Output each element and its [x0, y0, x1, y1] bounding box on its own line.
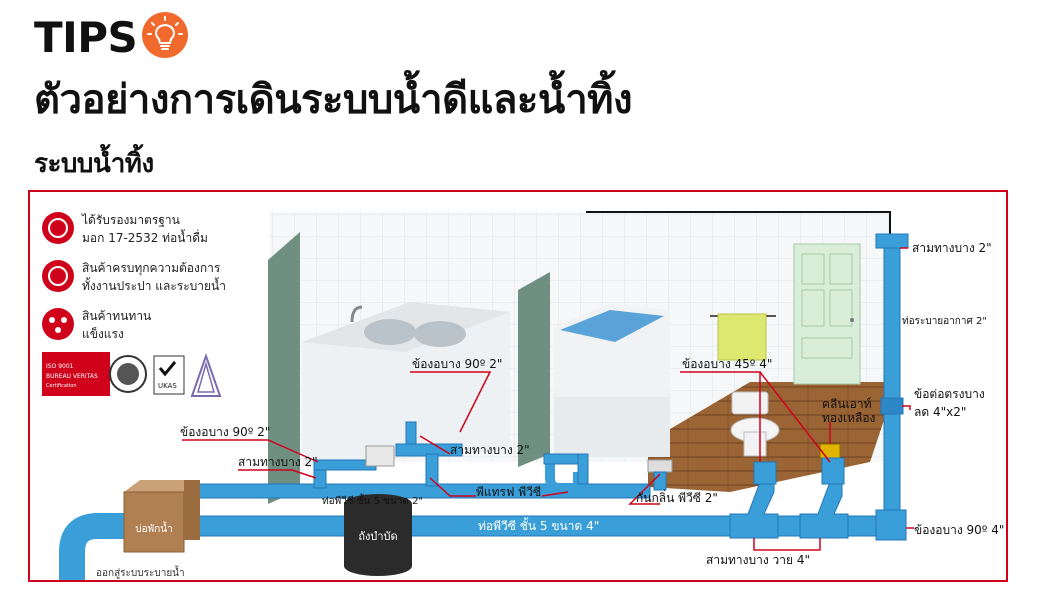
callout-cleanout-2: ทองเหลือง — [822, 411, 875, 425]
lightbulb-icon — [142, 12, 188, 58]
feature-1-line1: ได้รับรองมาตรฐาน — [81, 213, 180, 227]
partition-wall-left — [268, 232, 300, 504]
sump-box-label: บ่อพักน้ำ — [135, 521, 172, 535]
outlet-label: ออกสู่ระบบระบายน้ำ — [96, 565, 185, 579]
sink-counter — [302, 302, 510, 467]
outlet-pipe — [59, 513, 180, 580]
ukas-logo: UKAS — [153, 355, 185, 395]
sump-box: บ่อพักน้ำ — [123, 480, 200, 553]
vent-top-tee — [875, 233, 909, 249]
callout-elbow90-sink: ข้องอบาง 90º 2" — [412, 357, 502, 371]
room-outline — [586, 211, 891, 238]
leader-ptrap2 — [541, 491, 569, 497]
callout-pipe-4in: ท่อพีวีซี ชั้น 5 ขนาด 4" — [478, 517, 599, 533]
leader-reducer — [902, 405, 911, 410]
p-trap — [545, 460, 583, 493]
leader-elbow45-b — [759, 371, 831, 463]
towel-illustration — [710, 313, 776, 361]
callout-tee-2in-top: สามทางบาง 2" — [912, 241, 992, 255]
callout-floor-drain: กันกลิ่น พีวีซี 2" — [636, 489, 718, 505]
callout-vent-pipe: ท่อระบายอากาศ 2" — [902, 316, 987, 327]
callout-tee-2in-sink: สามทางบาง 2" — [450, 443, 530, 457]
callout-elbow90-2in: ข้องอบาง 90º 2" — [180, 425, 270, 439]
callout-pipe-2in: ท่อพีวีซี ชั้น 5 ขนาด 2" — [322, 493, 423, 507]
svg-text:BUREAU VERITAS: BUREAU VERITAS — [46, 373, 98, 380]
leader-elbow90-sink — [410, 371, 492, 433]
feature-item-complete: สินค้าครบทุกความต้องการ ทั้งงานประปา และ… — [42, 260, 226, 293]
feature-1-line2: มอก 17-2532 ท่อน้ำดื่ม — [82, 229, 208, 245]
callout-elbow90-4in: ข้องอบาง 90º 4" — [914, 523, 1004, 537]
cleanout-fitting — [819, 443, 841, 459]
elbow-4in — [875, 509, 907, 541]
tips-heading: TIPS — [34, 13, 138, 62]
door-illustration — [793, 243, 861, 385]
feature-2-line2: ทั้งงานประปา และระบายน้ำ — [82, 277, 226, 293]
feature-2-line1: สินค้าครบทุกความต้องการ — [82, 261, 221, 276]
callout-tee-2in-left: สามทางบาง 2" — [238, 455, 318, 469]
svg-text:Certification: Certification — [46, 383, 77, 389]
callout-tee-y-4in: สามทางบาง วาย 4" — [706, 553, 810, 567]
leader-tee-left — [238, 469, 317, 479]
septic-tank-label: ถังบำบัด — [358, 530, 397, 543]
feature-3-line2: แข็งแรง — [82, 326, 124, 341]
callout-cleanout-1: คลีนเอาท์ — [822, 397, 872, 411]
feature-item-durable: สินค้าทนทาน แข็งแรง — [42, 308, 151, 341]
bathtub — [554, 304, 670, 457]
floor-drain — [647, 459, 673, 473]
sink-trap-box — [365, 445, 395, 467]
y-tee-cleanout — [799, 481, 849, 539]
callout-elbow45-4in: ข้องอบาง 45º 4" — [682, 357, 772, 371]
svg-text:ISO 9001: ISO 9001 — [46, 363, 74, 370]
iso-certification-logo: ISO 9001 BUREAU VERITAS Certification — [42, 352, 147, 396]
leader-tee-y — [753, 538, 821, 551]
vent-stack — [883, 237, 901, 529]
section-subtitle: ระบบน้ำทิ้ง — [34, 149, 154, 179]
feature-item-standard: ได้รับรองมาตรฐาน มอก 17-2532 ท่อน้ำดื่ม — [42, 212, 208, 245]
svg-text:UKAS: UKAS — [158, 382, 177, 390]
partition-wall-mid — [518, 272, 550, 467]
septic-tank: ถังบำบัด — [344, 494, 412, 576]
page-title: ตัวอย่างการเดินระบบน้ำดีและน้ำทิ้ง — [34, 77, 633, 123]
leader-ptrap — [429, 477, 476, 497]
reducer-fitting — [880, 397, 904, 415]
leader-floor-drain — [628, 473, 661, 505]
feature-3-line1: สินค้าทนทาน — [82, 309, 151, 323]
leader-tee-sink — [419, 435, 451, 455]
tisi-logo — [190, 352, 222, 397]
callout-reducer-1: ข้อต่อตรงบาง — [914, 387, 985, 401]
callout-ptrap: พีแทรฟ พีวีซี — [476, 485, 541, 499]
drainage-diagram: ถังบำบัด บ่อพักน้ำ ออกสู่ระบบระบายน้ำ ได… — [28, 190, 1008, 582]
callout-reducer-2: ลด 4"x2" — [914, 405, 966, 419]
leader-elbow90-2 — [182, 439, 319, 463]
